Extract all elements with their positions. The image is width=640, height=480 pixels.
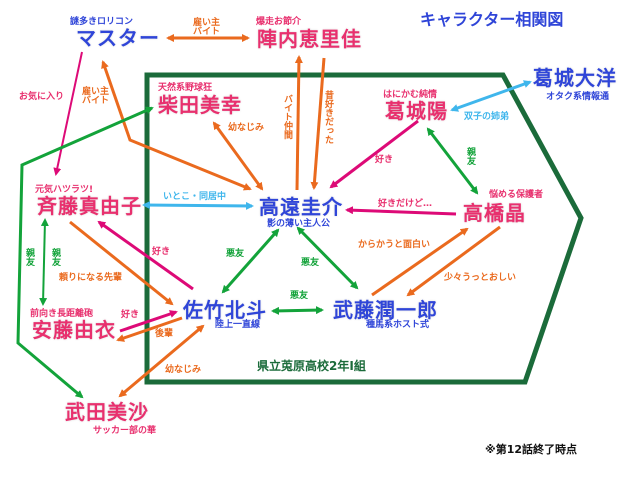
katsuragi-yo-desc: はにかむ純情 [383, 90, 438, 100]
character-takahashi: 高橋晶 [463, 201, 526, 225]
satake-desc: 陸上一直線 [215, 320, 261, 330]
edge-muto-takahashi [371, 227, 469, 297]
character-saito: 斉藤真由子 [37, 194, 142, 218]
edge-saito-ando [39, 218, 49, 306]
label-master-jinnai: 雇い主 バイト [193, 18, 221, 37]
school-class-label: 県立莵原高校2年I組 [257, 359, 366, 373]
label-yo-takato: 好き [375, 155, 394, 165]
edge-satake-muto [271, 306, 324, 315]
edge-master-saito [53, 51, 83, 176]
edge-takato-muto [296, 226, 359, 290]
character-shibata: 柴田美幸 [158, 93, 242, 117]
label-satake-saito: 好き [152, 247, 171, 257]
label-ando-satake: 好き [121, 310, 140, 320]
edge-saito-takato [142, 201, 254, 210]
character-ando: 安藤由衣 [32, 318, 116, 342]
edge-takeda-satake [118, 324, 205, 398]
edge-saito-satake [69, 220, 174, 306]
jinnai-desc: 爆走お節介 [256, 17, 302, 27]
label-takato-satake: 悪友 [226, 249, 245, 259]
character-takeda: 武田美沙 [65, 400, 149, 424]
shibata-desc: 天然系野球狂 [158, 83, 213, 93]
edge-takahashi-muto [406, 225, 501, 297]
school-class-frame [144, 72, 584, 385]
edge-taiyo-yo [450, 80, 532, 112]
label-saito-ando-inner: 親友 [50, 248, 60, 266]
footnote: ※第12話終了時点 [485, 443, 578, 456]
edge-shibata-takeda [16, 106, 154, 399]
label-satake-muto: 悪友 [290, 291, 309, 301]
label-takahashi-takato: 好きだけど… [378, 199, 433, 209]
character-katsuragi-yo: 葛城陽 [385, 99, 448, 123]
edge-takato-satake [221, 228, 280, 294]
takato-desc: 影の薄い主人公 [267, 219, 331, 229]
label-saito-satake: 頼りになる先輩 [59, 273, 123, 283]
label-muto-takahashi: からかうと面白い [358, 240, 431, 250]
label-takahashi-muto: 少々うっとおしい [444, 273, 517, 283]
saito-desc: 元気ハツラツ! [35, 185, 94, 195]
edge-takahashi-takato [345, 206, 457, 216]
muto-desc: 種馬系ホスト式 [366, 320, 430, 330]
character-muto: 武藤潤一郎 [333, 298, 438, 322]
edge-yo-takahashi [426, 127, 479, 195]
label-shibata-takato: 幼なじみ [228, 123, 265, 133]
ando-desc: 前向き長距離砲 [30, 309, 94, 319]
diagram-title: キャラクター相関図 [420, 10, 564, 29]
character-satake: 佐竹北斗 [183, 298, 267, 322]
katsuragi-taiyo-desc: オタク系情報通 [546, 92, 610, 102]
label-takato-jinnai: バイト仲間 [282, 94, 292, 139]
edge-takato-jinnai [294, 55, 303, 191]
label-master-takato: 雇い主 バイト [82, 87, 110, 106]
label-jinnai-takato: 昔好きだった [323, 90, 333, 144]
label-takato-muto: 悪友 [301, 258, 320, 268]
label-yo-takahashi: 親友 [465, 147, 475, 165]
character-jinnai: 陣内恵里佳 [257, 27, 362, 51]
character-katsuragi-taiyo: 葛城大洋 [533, 66, 617, 90]
character-takato: 高遠圭介 [259, 195, 343, 219]
edge-shibata-takato [212, 121, 264, 191]
edge-jinnai-takato [310, 57, 326, 190]
label-satake-ando: 後輩 [155, 329, 174, 339]
master-desc: 謎多きロリコン [70, 17, 134, 27]
takeda-desc: サッカー部の華 [93, 426, 157, 436]
label-taiyo-yo: 双子の姉弟 [464, 112, 510, 122]
label-saito-ando-outer: 親友 [24, 248, 34, 266]
label-saito-takato: いとこ・同居中 [163, 192, 227, 202]
edge-yo-takato [329, 119, 419, 189]
takahashi-desc: 悩める保護者 [489, 190, 544, 200]
edge-satake-saito [97, 220, 194, 291]
character-master: マスター [76, 26, 160, 50]
label-takeda-satake: 幼なじみ [165, 365, 202, 375]
label-master-saito: お気に入り [19, 92, 65, 102]
